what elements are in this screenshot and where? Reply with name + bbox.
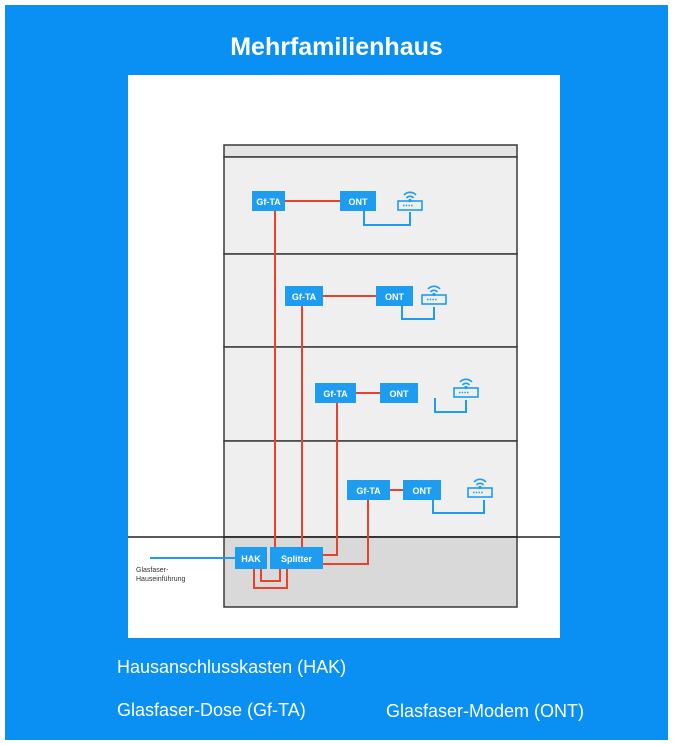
gfta-label-floor-1: Gf-TA (356, 486, 381, 496)
gfta-label-floor-4: Gf-TA (256, 197, 281, 207)
caption-gfta: Glasfaser-Dose (Gf-TA) (117, 700, 306, 720)
floor-3 (223, 253, 518, 348)
gfta-box-floor-3 (285, 286, 323, 306)
ont-box-floor-1 (403, 480, 441, 500)
ont-box-floor-3 (376, 286, 413, 306)
hak-box (235, 547, 267, 569)
lan-cable-floor-1 (432, 500, 485, 514)
ont-box-floor-4 (340, 191, 376, 211)
caption-hak: Hausanschlusskasten (HAK) (117, 657, 347, 677)
wifi-modem-icon (453, 378, 479, 398)
page-title: Mehrfamilienhaus (230, 33, 443, 61)
ont-label-floor-1: ONT (413, 486, 433, 496)
splitter-box (270, 547, 323, 569)
entry-label-line-1: Glasfaser- (136, 567, 169, 574)
ont-label-floor-2: ONT (390, 389, 410, 399)
ont-box-floor-2 (380, 383, 418, 403)
lan-cable-floor-2 (434, 398, 467, 413)
gfta-label-floor-3: Gf-TA (292, 292, 317, 302)
wifi-modem-icon (421, 285, 447, 305)
hak-label: HAK (241, 554, 261, 564)
gfta-box-floor-2 (315, 383, 356, 403)
wifi-modem-icon (467, 478, 493, 498)
lan-cable-floor-3 (401, 305, 435, 320)
gfta-box-floor-1 (347, 480, 390, 500)
entry-label-line-2: Hauseinführung (136, 576, 186, 583)
fiber-riser-floor-1 (323, 500, 369, 565)
fiber-loop-outer (253, 567, 288, 589)
ont-label-floor-4: ONT (349, 197, 369, 207)
wifi-modem-icon (397, 191, 423, 211)
gfta-box-floor-4 (252, 191, 285, 211)
basement (223, 536, 518, 608)
roof-strip (223, 144, 518, 158)
ont-label-floor-3: ONT (385, 292, 405, 302)
fiber-riser-floor-2 (323, 403, 338, 556)
building-diagram: Gf-TA ONT Gf-TA ONT Gf-TA ONT (128, 75, 560, 638)
gfta-label-floor-2: Gf-TA (323, 389, 348, 399)
caption-ont: Glasfaser-Modem (ONT) (386, 701, 585, 721)
lan-cable-floor-4 (363, 211, 411, 226)
fiber-loop-inner (260, 567, 281, 582)
splitter-label: Splitter (281, 554, 313, 564)
